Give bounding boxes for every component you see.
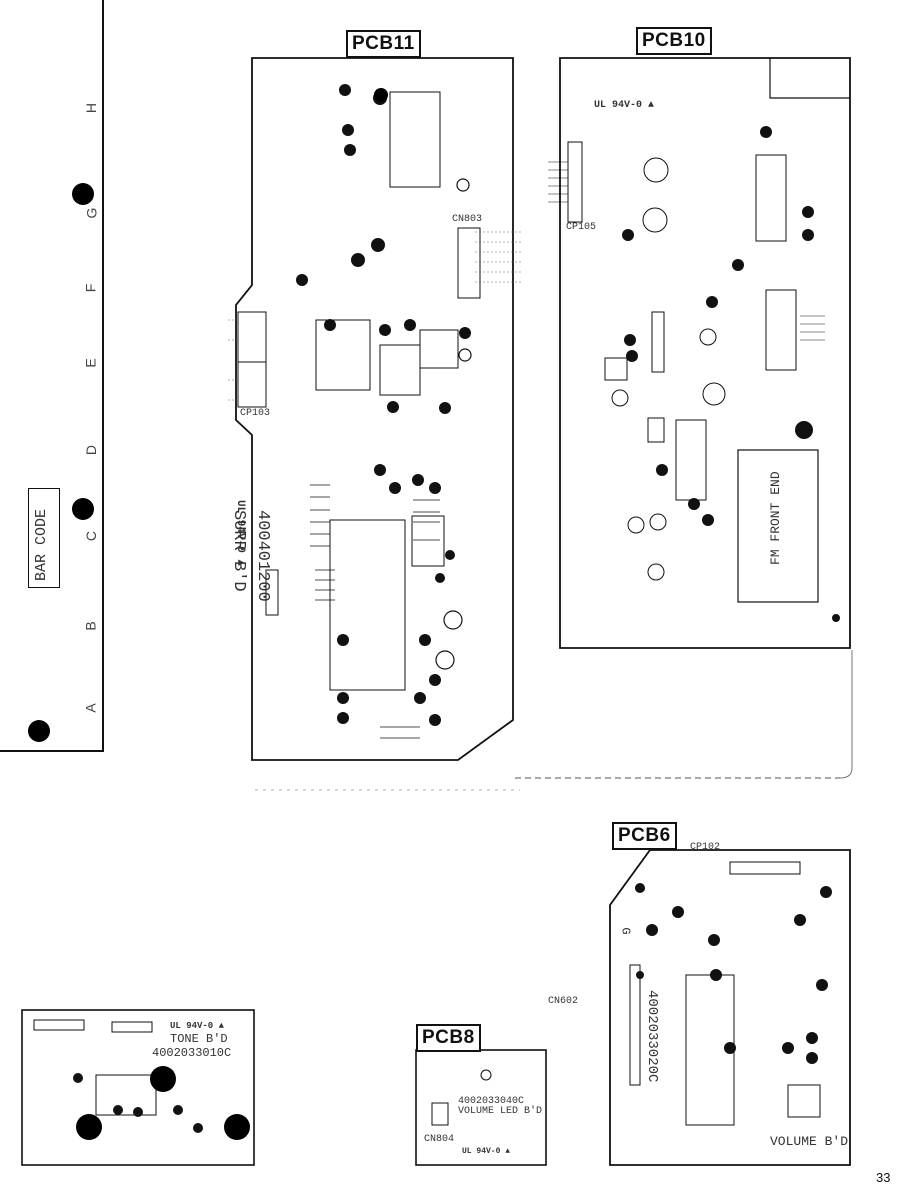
pcb10-ul-mark: UL 94V-0 ▲: [594, 100, 655, 111]
grid-letter-a: A: [82, 703, 99, 713]
fm-front-end-label: FM FRONT END: [768, 471, 783, 565]
tone-board-name: TONE B'D: [170, 1032, 228, 1046]
pcb10-label: PCB10: [636, 27, 712, 55]
pcb11-ul-mark: UL 94V-0 ▲: [234, 500, 246, 567]
pcb8-label: PCB8: [416, 1024, 481, 1052]
mounting-hole: [28, 720, 50, 742]
pcb8-connector-label: CN804: [424, 1134, 455, 1145]
pcb8-ul-mark: UL 94V-0 ▲: [462, 1147, 511, 1156]
pcb6-left-connector-label: CN602: [548, 996, 579, 1007]
tone-board-code: 4002033010C: [152, 1046, 232, 1060]
pcb6-top-connector-label: CP102: [690, 842, 721, 853]
pcb6-grid-letter: G: [618, 927, 633, 935]
left-adjacent-board: [0, 0, 104, 752]
pcb6-label: PCB6: [612, 822, 677, 850]
mounting-hole: [76, 1114, 102, 1140]
mounting-hole: [224, 1114, 250, 1140]
grid-letter-b: B: [82, 621, 99, 631]
grid-letter-h: H: [83, 102, 100, 114]
mounting-hole: [72, 498, 94, 520]
pcb10-connector-label: CP105: [566, 222, 597, 233]
mounting-hole: [72, 183, 94, 205]
pcb6-board-code: 4002033020C: [644, 990, 660, 1083]
grid-letter-g: G: [83, 207, 100, 219]
pcb11-connector-label: CN803: [452, 214, 483, 225]
grid-letter-f: F: [82, 283, 99, 293]
pcb11-board-code: 400401200: [253, 510, 272, 602]
pcb6-board-name: VOLUME B'D: [770, 1134, 849, 1149]
pcb11-label: PCB11: [346, 30, 421, 58]
grid-letter-d: D: [83, 444, 100, 456]
pcb8-board-name: VOLUME LED B'D: [458, 1106, 543, 1117]
bar-code-label: BAR CODE: [28, 488, 60, 588]
page-number: 33: [876, 1170, 891, 1185]
tone-ul-mark: UL 94V-0 ▲: [170, 1021, 225, 1031]
pcb8-board-code: 4002033040C: [458, 1096, 525, 1107]
mounting-hole: [150, 1066, 176, 1092]
grid-letter-e: E: [82, 358, 99, 368]
pcb11-left-connector-label: CP103: [240, 408, 271, 419]
mounting-hole: [374, 88, 388, 102]
grid-letter-c: C: [83, 530, 100, 542]
